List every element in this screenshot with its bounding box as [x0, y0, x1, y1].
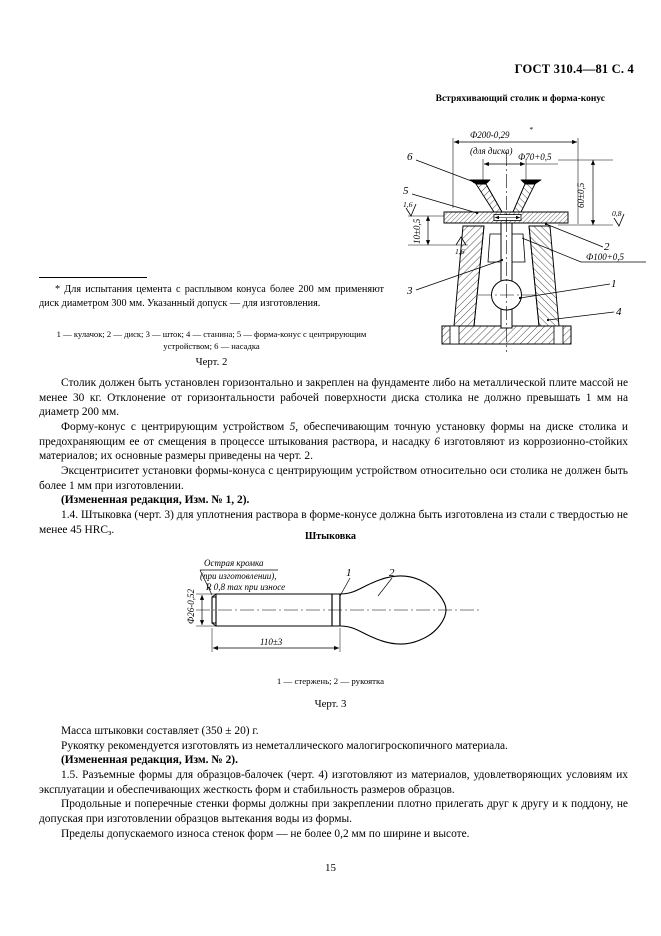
paragraph-rukoyatka: Рукоятку рекомендуется изготовлять из не…: [61, 739, 508, 752]
paragraph-stenki-formy: Продольные и поперечные стенки формы дол…: [39, 798, 628, 826]
para2-item-5: 5: [289, 421, 296, 434]
figure2-title: Штыковка: [304, 531, 357, 542]
paragraph-1-4-shtykovka: 1.4. Штыковка (черт. 3) для уплотнения р…: [39, 508, 628, 538]
figure2-item-2: 2: [389, 567, 395, 579]
figure2-dim-length: 110±3: [260, 637, 283, 647]
figure1-item-2: 2: [604, 241, 610, 253]
paragraph-izmenennaya-redakciya-2: (Измененная редакция, Изм. № 2).: [39, 753, 628, 768]
figure1-roughness-16-inner: 1,6: [455, 247, 465, 256]
para2-item-6: 6: [434, 435, 440, 448]
figure1-legend: 1 — кулачок; 2 — диск; 3 — шток; 4 — ста…: [56, 329, 367, 351]
figure1-dim-h10: 10±0,5: [412, 218, 422, 244]
para2-part-a: Форму-конус с центрирующим устройством: [61, 421, 290, 434]
figure1-item-4: 4: [616, 306, 622, 318]
figure1-dim-h60: 60±0,5: [576, 182, 586, 208]
figure1-dim-d70: Ф70+0,5: [518, 152, 552, 162]
figure2-annotation-line3: R 0,8 max при износе: [205, 582, 285, 592]
figure1-drawing: Ф200-0,29 * (для диска) Ф70+0,5 60±0,5 1…: [398, 112, 650, 357]
figure1-roughness-08: 0,8: [612, 209, 622, 218]
paragraph-1-5-razemnye-formy: 1.5. Разъемные формы для образцов-балоче…: [39, 769, 628, 796]
izmenennaya-redakciya-bold-2: (Измененная редакция, Изм. № 2).: [61, 754, 238, 767]
paragraph-massa-shtykovki: Масса штыковки составляет (350 ± 20) г.: [61, 725, 259, 737]
paragraph-predely-iznosa: Пределы допускаемого износа стенок форм …: [61, 827, 470, 840]
para5-part-a: 1.4. Штыковка (черт. 3) для уплотнения р…: [39, 509, 628, 536]
body-text-lower: Масса штыковки составляет (350 ± 20) г. …: [39, 724, 628, 841]
figure1-item-1: 1: [611, 278, 617, 290]
paragraph-stolik: Столик должен быть установлен горизонтал…: [39, 377, 628, 419]
para5-hrc-subscript: э: [107, 527, 112, 537]
figure1-dim-d200-star: *: [529, 125, 533, 134]
figure2-legend: 1 — стержень; 2 — рукоятка: [276, 676, 385, 686]
page-number: 15: [325, 862, 336, 874]
figure2-annotation-line2: (при изготовлении),: [200, 571, 277, 581]
paragraph-forma-konus: Форму-конус с центрирующим устройством 5…: [39, 420, 628, 464]
para2-part-c: изготовляют из коррозионно-стойких матер…: [39, 435, 628, 463]
page-header-standard-ref: ГОСТ 310.4—81 С. 4: [514, 62, 634, 76]
figure2-item-1: 1: [346, 567, 352, 579]
body-text-upper: Столик должен быть установлен горизонтал…: [39, 376, 628, 538]
izmenennaya-redakciya-bold-1: (Измененная редакция, Изм. № 1, 2).: [61, 494, 250, 507]
footnote-separator: [39, 277, 147, 278]
figure1-item-5: 5: [403, 185, 409, 197]
figure2-dim-diameter: Ф26-0,52: [186, 589, 196, 624]
figure1-title: Встряхивающий столик и форма-конус: [435, 94, 605, 104]
paragraph-izmenennaya-redakciya-1: (Измененная редакция, Изм. № 1, 2).: [39, 493, 628, 508]
figure1-dim-d100: Ф100+0,5: [586, 252, 625, 262]
figure1-dim-d200-note: (для диска): [470, 146, 512, 156]
para2-part-b: , обеспечивающим точную установку формы …: [39, 421, 628, 448]
figure2-caption: Черт. 3: [314, 698, 347, 710]
figure1-item-3: 3: [406, 285, 413, 297]
figure1-roughness-16-left: 1,6: [403, 200, 413, 209]
footnote-text: * Для испытания цемента с расплывом кону…: [39, 284, 384, 309]
figure2-drawing: Острая кромка (при изготовлении), R 0,8 …: [182, 548, 512, 666]
figure2-annotation-line1: Острая кромка: [204, 558, 264, 568]
figure1-caption: Черт. 2: [195, 356, 228, 368]
figure1-dim-d200: Ф200-0,29: [470, 130, 510, 140]
para5-part-b: .: [111, 523, 115, 536]
paragraph-ekscentrisitet: Эксцентриситет установки формы-конуса с …: [39, 465, 628, 492]
figure1-item-6: 6: [407, 151, 413, 163]
